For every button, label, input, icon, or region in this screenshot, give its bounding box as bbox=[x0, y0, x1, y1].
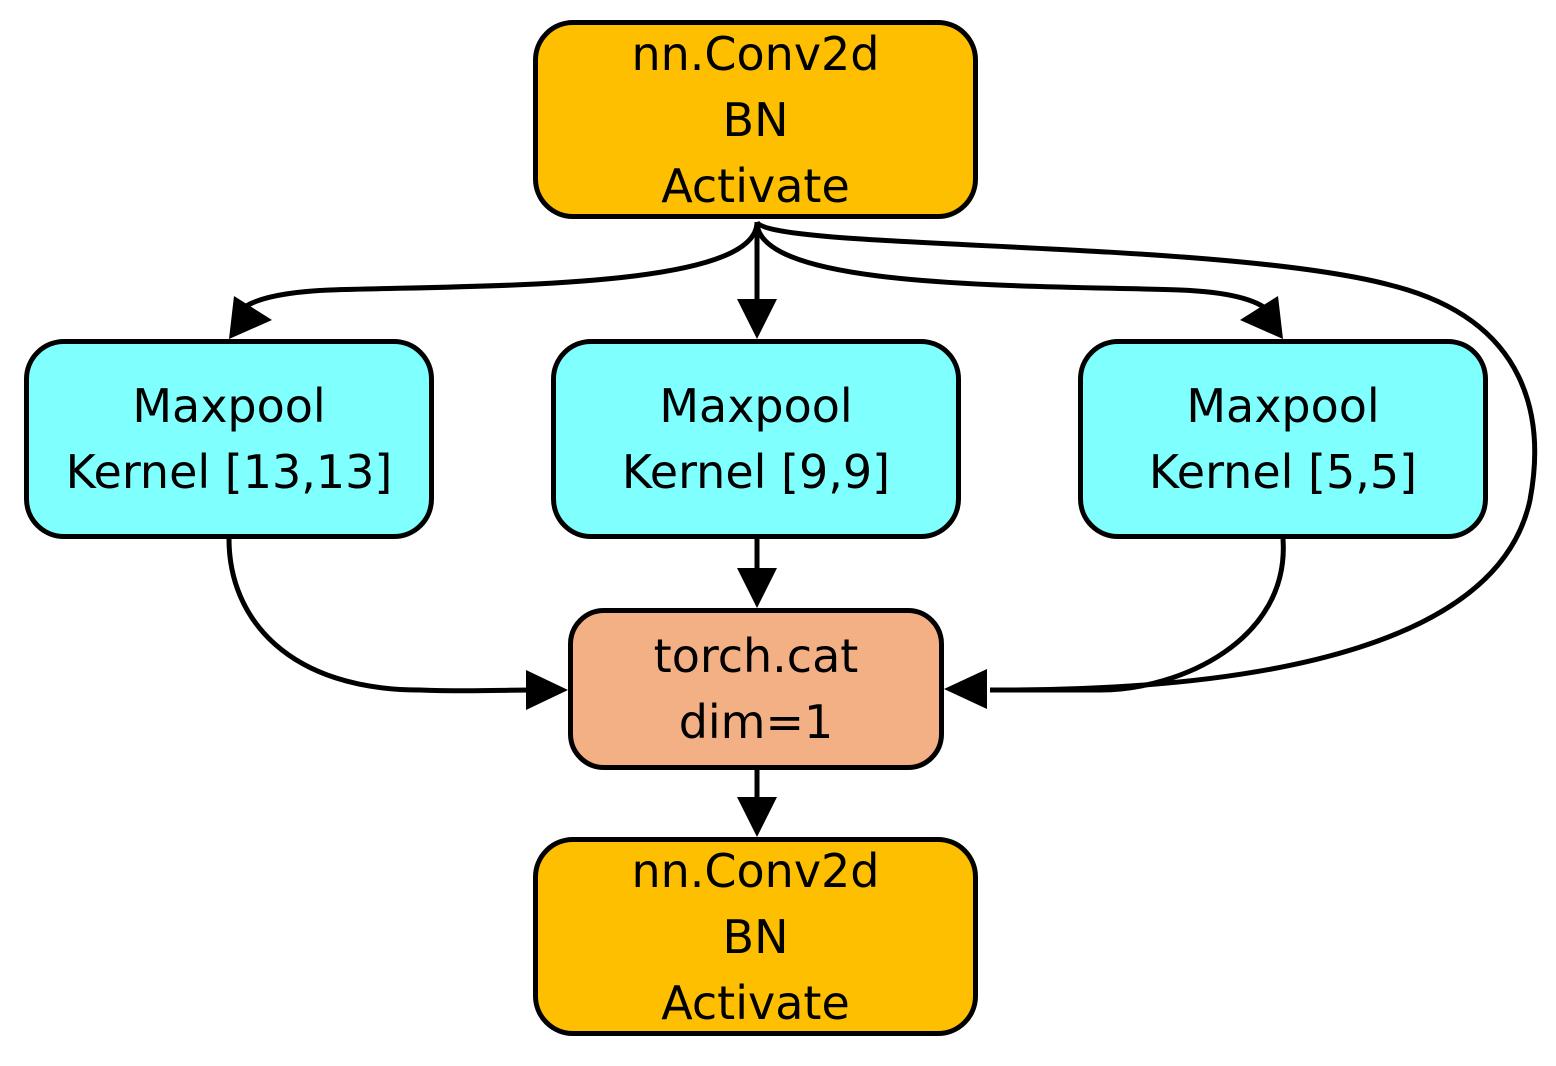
torch-cat-node: torch.cat dim=1 bbox=[568, 608, 944, 770]
edge-pool-13-to-cat bbox=[226, 538, 531, 694]
node-label-line: Kernel [13,13] bbox=[65, 445, 393, 499]
arrowhead-cat-from-pool-9 bbox=[737, 568, 777, 608]
edge-top-to-pool-5 bbox=[754, 221, 1272, 314]
arrowhead-pool-13 bbox=[229, 296, 272, 339]
node-label-line: nn.Conv2d bbox=[631, 843, 880, 898]
conv-bn-activate-bottom-node: nn.Conv2d BN Activate bbox=[533, 837, 978, 1036]
arrowhead-pool-9 bbox=[737, 299, 777, 339]
edge-pool-5-to-cat bbox=[990, 538, 1286, 693]
node-label-line: torch.cat bbox=[653, 629, 859, 683]
node-label-line: dim=1 bbox=[678, 695, 834, 749]
node-label-line: Activate bbox=[661, 158, 850, 213]
node-label-line: BN bbox=[722, 92, 789, 147]
arrowhead-bottom bbox=[737, 797, 777, 837]
node-label-line: Maxpool bbox=[659, 379, 853, 433]
edge-top-to-pool-13 bbox=[236, 221, 760, 314]
node-label-line: Kernel [5,5] bbox=[1148, 445, 1418, 499]
node-label-line: Maxpool bbox=[1186, 379, 1380, 433]
edge-top-to-cat-skip bbox=[754, 220, 1538, 693]
arrowhead-cat-from-pool-13 bbox=[526, 670, 568, 710]
maxpool-5-node: Maxpool Kernel [5,5] bbox=[1078, 339, 1488, 539]
arrowhead-pool-5 bbox=[1240, 296, 1283, 339]
node-label-line: nn.Conv2d bbox=[631, 26, 880, 81]
node-label-line: Maxpool bbox=[132, 379, 326, 433]
node-label-line: BN bbox=[722, 909, 789, 964]
arrowhead-cat-from-skip bbox=[944, 669, 987, 709]
node-label-line: Kernel [9,9] bbox=[621, 445, 891, 499]
maxpool-13-node: Maxpool Kernel [13,13] bbox=[24, 339, 434, 539]
node-label-line: Activate bbox=[661, 975, 850, 1030]
conv-bn-activate-top-node: nn.Conv2d BN Activate bbox=[533, 20, 978, 219]
maxpool-9-node: Maxpool Kernel [9,9] bbox=[551, 339, 961, 539]
